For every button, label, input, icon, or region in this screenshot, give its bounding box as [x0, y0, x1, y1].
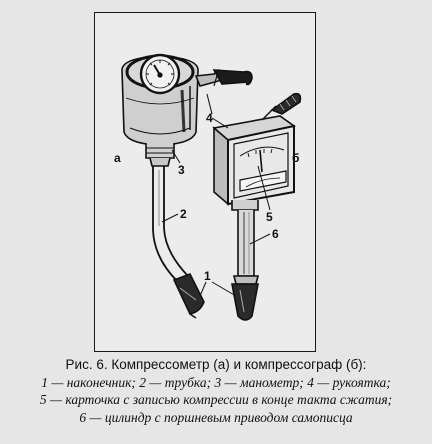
part-label-6: 6 [272, 227, 279, 241]
figure-caption: Рис. 6. Компрессометр (а) и компрессогра… [0, 356, 432, 426]
part-label-3: 3 [178, 163, 185, 177]
caption-legend-line-1: 1 — наконечник; 2 — трубка; 3 — манометр… [41, 374, 391, 390]
record-card [239, 170, 287, 192]
handle [194, 69, 253, 87]
cylinder [231, 200, 260, 285]
panel-label-a: а [114, 151, 121, 165]
part-label-1: 1 [204, 269, 211, 283]
recorder-box [212, 115, 296, 206]
panel-label-b: б [292, 151, 300, 165]
manometer [121, 53, 199, 167]
recorder-handle [261, 92, 302, 121]
caption-legend-line-2: 5 — карточка с записью компрессии в конц… [39, 392, 393, 407]
part-label-5: 5 [266, 210, 273, 224]
compressometer [121, 53, 253, 319]
part-label-2: 2 [180, 207, 187, 221]
tip-a [172, 272, 205, 319]
tube [152, 166, 189, 283]
part-label-4: 4 [206, 111, 213, 125]
caption-legend-line-3: 6 — цилиндр с поршневым приводом самопис… [79, 409, 353, 425]
tip-b [231, 283, 259, 321]
leader-lines [161, 93, 271, 297]
compressograph [212, 92, 302, 321]
caption-title: Рис. 6. Компрессометр (а) и компрессогра… [65, 357, 367, 372]
